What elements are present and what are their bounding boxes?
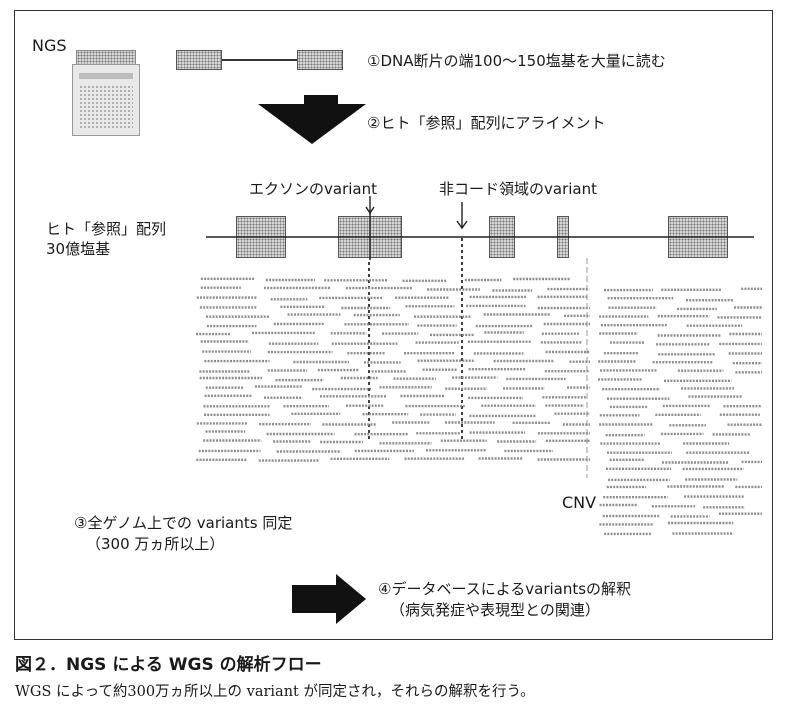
noncoding-variant-label: 非コード領域のvariant [439,180,597,198]
figure-caption-title: 図２．NGS による WGS の解析フロー [15,655,322,675]
exon-variant-arrow-icon [365,196,375,215]
step4-label: ④データベースによるvariantsの解釈 （病気発症や表現型との関連） [378,580,632,619]
ngs-sequencer-icon [72,50,140,136]
interpretation-arrow-icon [292,574,366,624]
step3-label: ③全ゲノム上での variants 同定 （300 万ヵ所以上） [74,514,293,553]
read-fragment-right [297,50,343,70]
reference-label: ヒト「参照」配列 30億塩基 [46,220,167,258]
aligned-reads [196,277,762,536]
ngs-label: NGS [32,36,67,55]
exon-variant-label: エクソンのvariant [249,180,377,198]
read-fragment-left [176,50,222,70]
alignment-arrow-icon [258,95,366,144]
figure-caption-text: WGS によって約300万ヵ所以上の variant が同定され，それらの解釈を… [15,684,535,700]
step2-label: ②ヒト「参照」配列にアライメント [367,114,606,132]
step1-label: ①DNA断片の端100～150塩基を大量に読む [367,52,666,70]
read-insert-line [222,59,297,61]
noncoding-variant-arrow-icon [456,202,468,230]
figure-frame [14,10,773,640]
cnv-label: CNV [562,493,597,512]
